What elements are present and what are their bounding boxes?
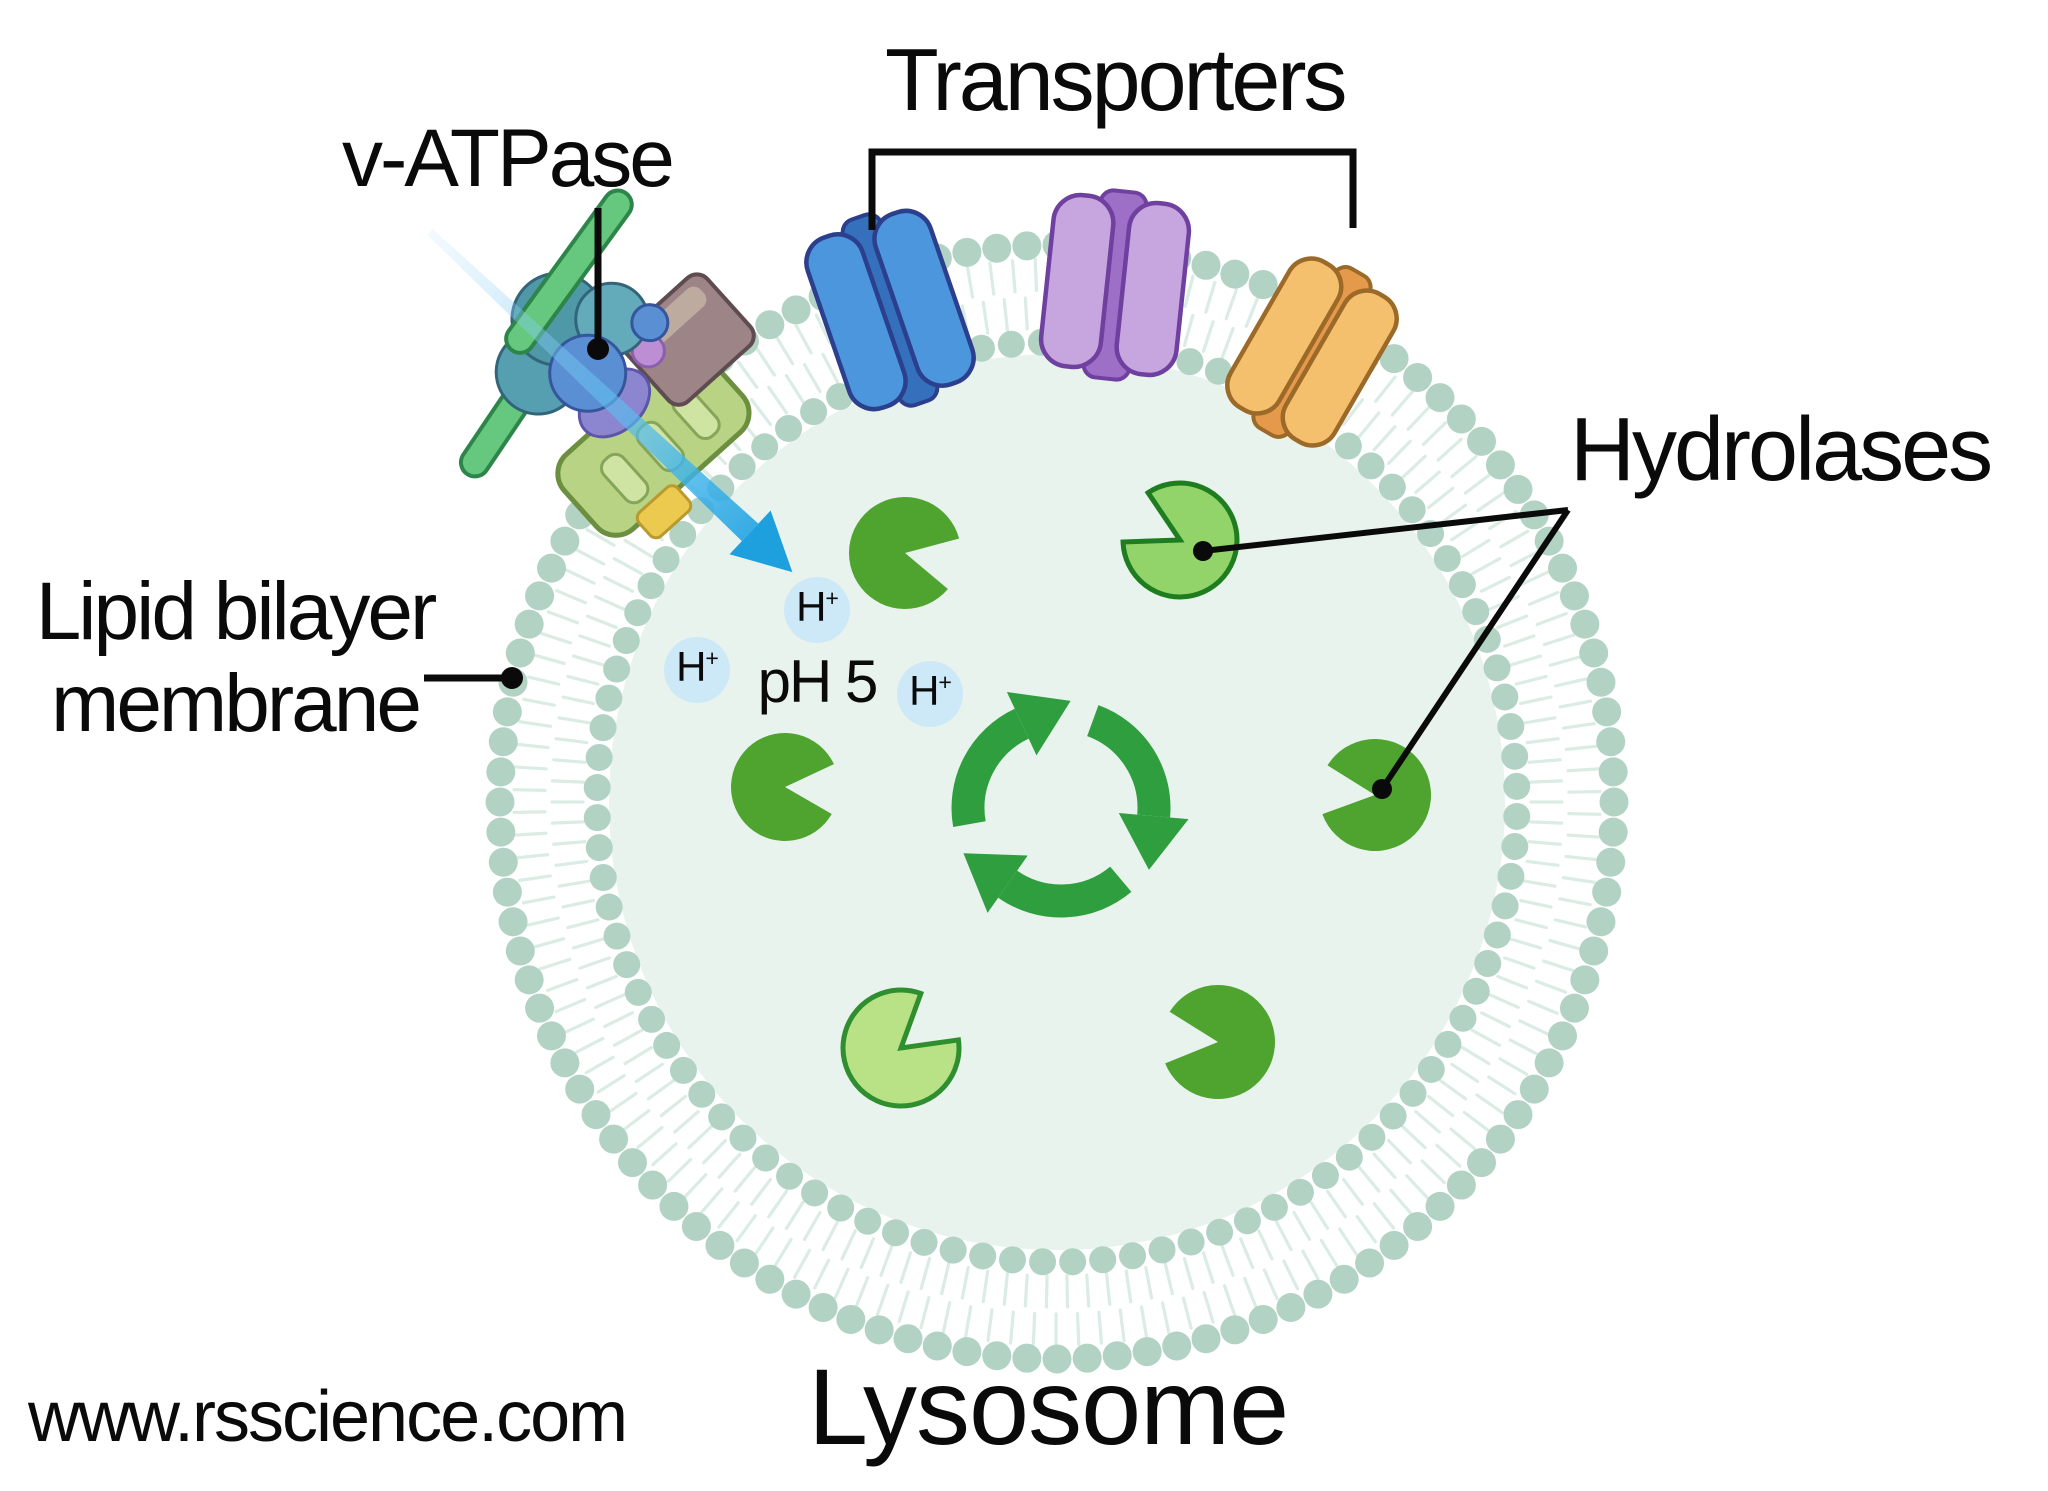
lipid-bilayer-label-line1: Lipid bilayer <box>35 566 438 657</box>
proton-label: H+ <box>676 643 719 690</box>
proton-label: H+ <box>796 583 839 630</box>
lysosome-lumen <box>609 354 1505 1250</box>
hydrolases-pointer-line <box>1379 508 1571 791</box>
hydrolase-enzyme <box>848 497 960 609</box>
transporter-protein-blue <box>804 208 976 412</box>
proton-bubbles <box>664 577 963 727</box>
hydrolases-pointer-line <box>1202 507 1569 554</box>
lipid-bilayer-membrane-label: Lipid bilayer membrane <box>10 566 460 750</box>
hydrolase-enzyme <box>1120 480 1240 600</box>
diagram-title: Lysosome <box>808 1346 1289 1467</box>
inner-phospholipid-heads <box>583 328 1531 1276</box>
proton-charge: + <box>825 585 838 611</box>
transporter-protein-orange <box>1225 256 1399 448</box>
transporters-bracket <box>868 148 1357 230</box>
v-atpase-label: v-ATPase <box>342 113 675 204</box>
transporters-label: Transporters <box>885 30 1348 129</box>
proton-charge: + <box>938 669 951 695</box>
hydrolase-enzyme <box>731 732 834 841</box>
hydrolase-enzyme <box>1165 985 1275 1099</box>
watermark-url: www.rsscience.com <box>28 1377 628 1457</box>
proton-label: H+ <box>909 667 952 714</box>
proton-flow-arrow <box>427 229 793 573</box>
hydrolases-label: Hydrolases <box>1570 400 1993 500</box>
label-pointers <box>424 148 1571 799</box>
ph-value-label: pH 5 <box>757 648 879 715</box>
lipid-bilayer-label-line2: membrane <box>51 657 422 749</box>
hydrolase-enzyme <box>840 987 962 1109</box>
hydrolase-enzymes <box>731 480 1432 1109</box>
recycle-icon <box>951 691 1189 918</box>
proton-charge: + <box>705 645 718 671</box>
transporter-protein-purple <box>1038 188 1192 382</box>
